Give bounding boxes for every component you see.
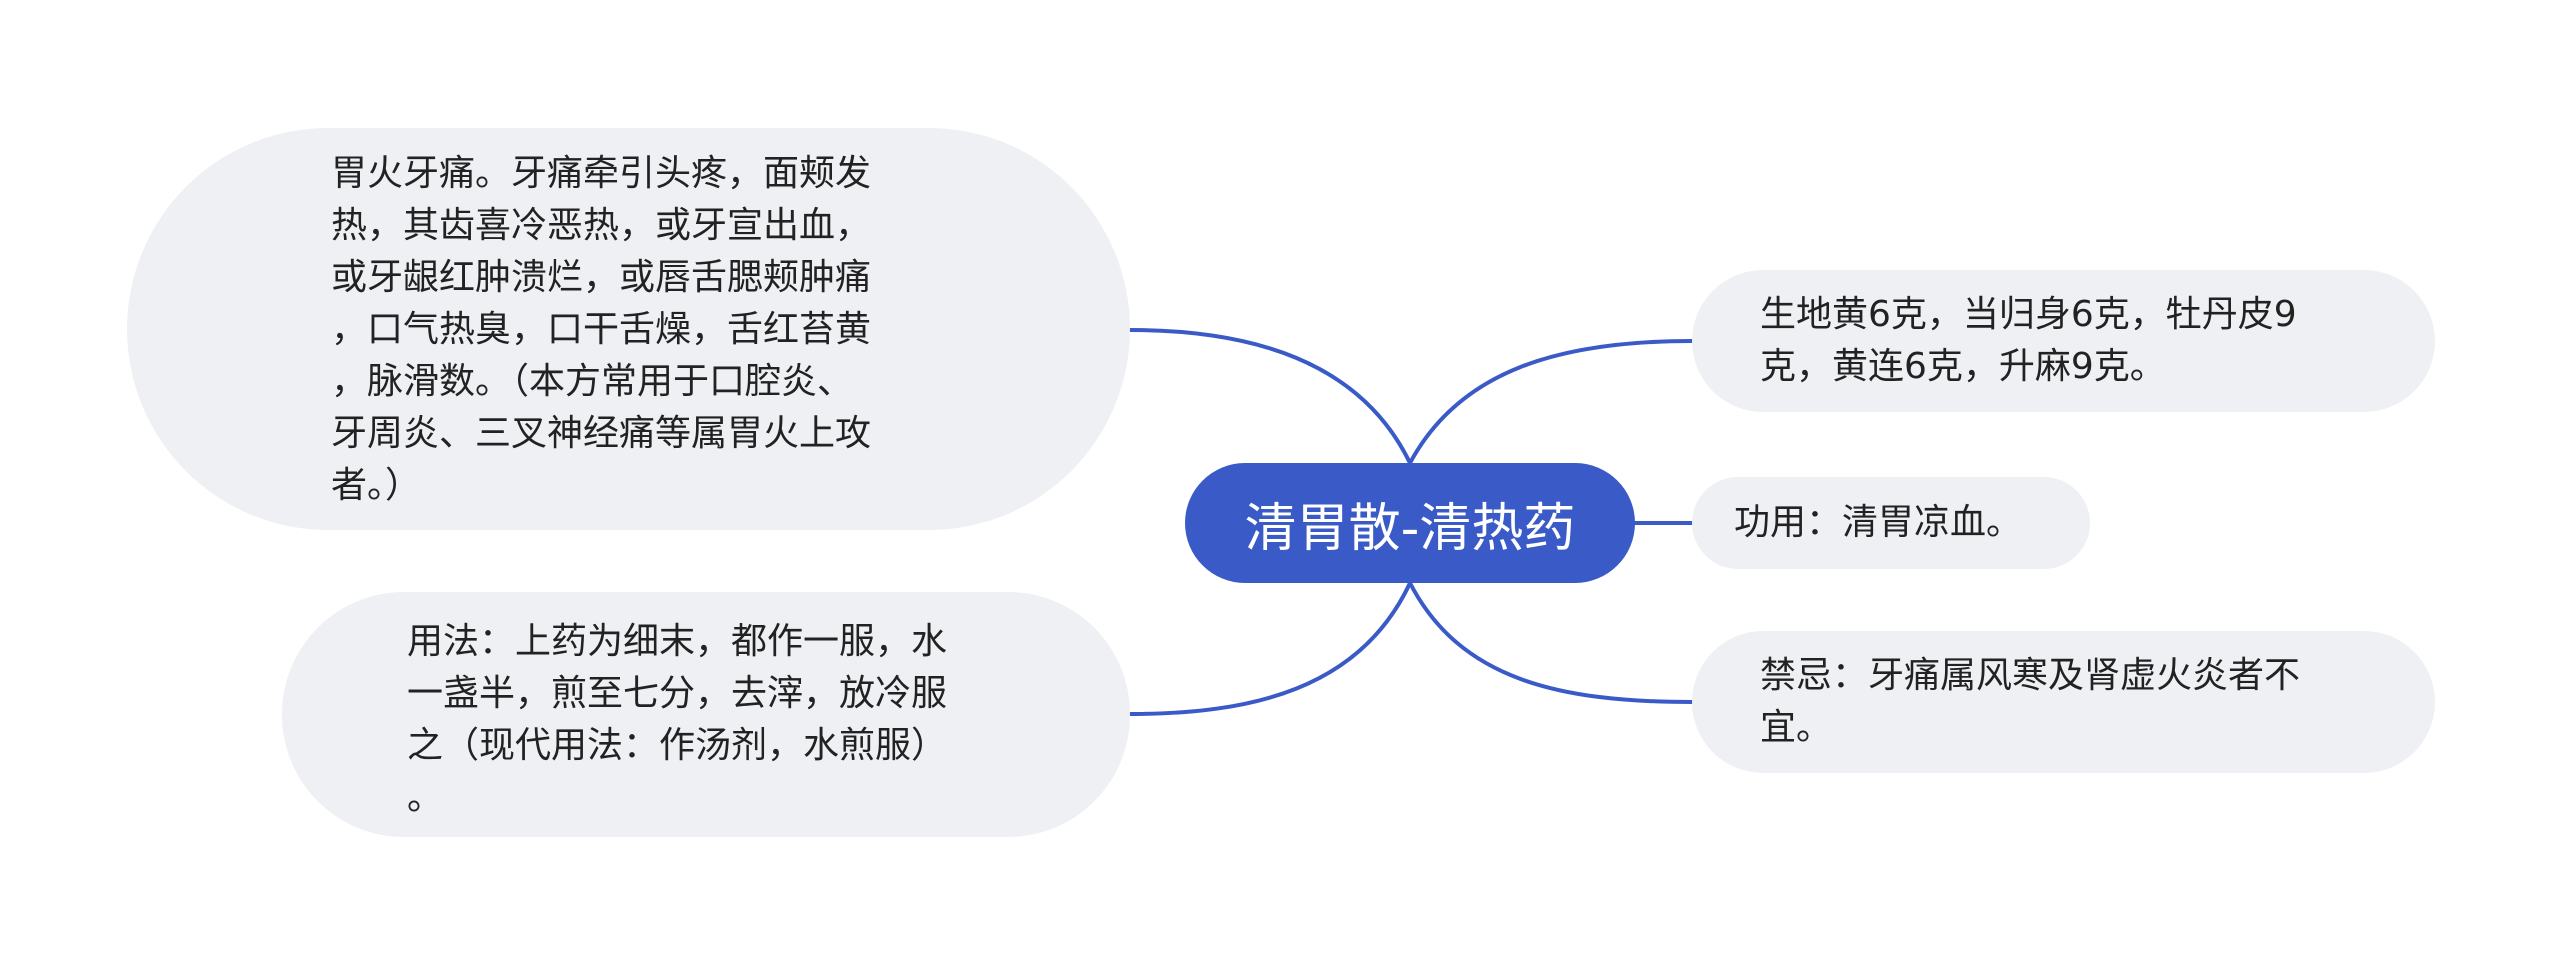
branch-function-text: 功用：清胃凉血。 bbox=[1734, 502, 2023, 543]
branch-symptoms-text: 胃火牙痛。牙痛牵引头疼，面颊发 热，其齿喜冷恶热，或牙宣出血， 或牙龈红肿溃烂，… bbox=[331, 153, 872, 506]
branch-function[interactable]: 功用：清胃凉血。 bbox=[1692, 477, 2090, 569]
branch-contraindication-text: 禁忌：牙痛属风寒及肾虚火炎者不 宜。 bbox=[1760, 655, 2301, 748]
connector-usage bbox=[1128, 581, 1412, 716]
branch-contraindication[interactable]: 禁忌：牙痛属风寒及肾虚火炎者不 宜。 bbox=[1692, 631, 2435, 773]
branch-usage[interactable]: 用法：上药为细末，都作一服，水 一盏半，煎至七分，去滓，放冷服 之（现代用法：作… bbox=[282, 592, 1130, 837]
central-topic-label: 清胃散-清热药 bbox=[1244, 498, 1576, 559]
branch-ingredients-text: 生地黄6克，当归身6克，牡丹皮9 克，黄连6克，升麻9克。 bbox=[1760, 294, 2297, 387]
connector-symptoms bbox=[1128, 328, 1412, 465]
branch-symptoms[interactable]: 胃火牙痛。牙痛牵引头疼，面颊发 热，其齿喜冷恶热，或牙宣出血， 或牙龈红肿溃烂，… bbox=[127, 128, 1130, 530]
branch-usage-text: 用法：上药为细末，都作一服，水 一盏半，煎至七分，去滓，放冷服 之（现代用法：作… bbox=[407, 621, 948, 818]
branch-ingredients[interactable]: 生地黄6克，当归身6克，牡丹皮9 克，黄连6克，升麻9克。 bbox=[1692, 270, 2435, 412]
central-topic[interactable]: 清胃散-清热药 bbox=[1185, 463, 1635, 583]
connector-contraindication bbox=[1408, 581, 1694, 704]
connector-ingredients bbox=[1408, 339, 1694, 465]
